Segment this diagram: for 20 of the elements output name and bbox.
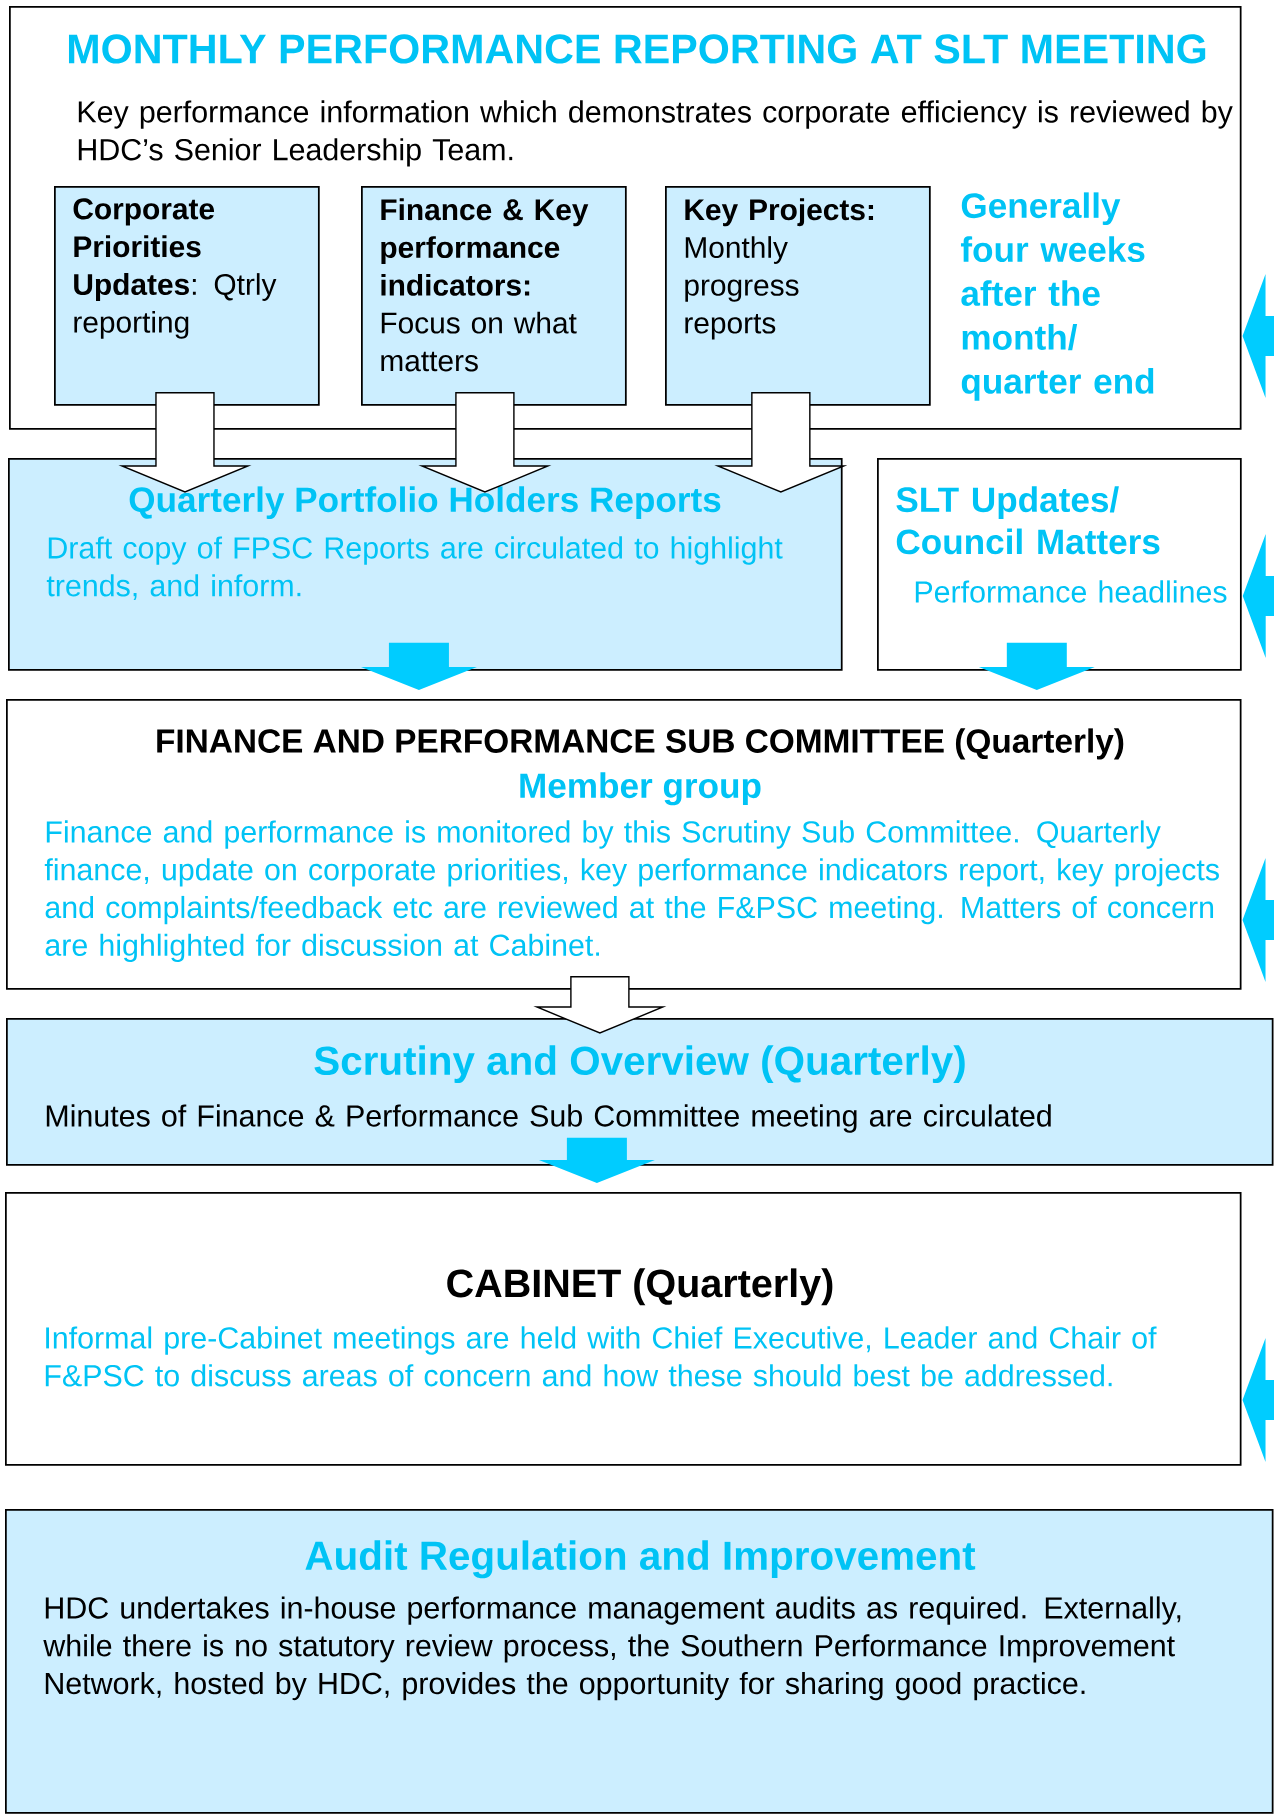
panel-box: Audit Regulation and Improvement HDC undertakes in-house performance management audits as required. Externally, while there is no statutory review process, the Southern Performance Improvement Network, hosted by HDC, provides the opportunity for sharing good practice.: [5, 1509, 1274, 1814]
block-arrow: [533, 976, 667, 1034]
block-arrow: [1242, 273, 1274, 398]
panel-box: Scrutiny and Overview (Quarterly) Minutes of Finance & Performance Sub Committee meeting are circulated: [6, 1018, 1274, 1166]
block-arrow: [118, 392, 252, 493]
process-box: SLT Updates/ Council Matters Performance headlines: [877, 458, 1242, 671]
block-arrow: [1242, 534, 1274, 658]
block-arrow: [1242, 858, 1274, 982]
process-box: Corporate Priorities Updates: Qtrly reporting: [54, 186, 320, 406]
block-arrow: [1242, 1338, 1274, 1462]
process-box: Quarterly Portfolio Holders Reports Draft copy of FPSC Reports are circulated to highlight trends, and inform.: [8, 458, 843, 671]
panel-box: FINANCE AND PERFORMANCE SUB COMMITTEE (Quarterly) Member group Finance and performance is monitored by this Scrutiny Sub Committee. Quarterly finance, update on corporate priorities, key performance indicators report, key projects and complaints/feedback etc are reviewed at the F&PSC meeting. Matters of concern are highlighted for discussion at Cabinet.: [6, 699, 1242, 990]
block-arrow: [714, 392, 848, 493]
panel-box: CABINET (Quarterly) Informal pre-Cabinet meetings are held with Chief Executive, Leader and Chair of F&PSC to discuss areas of concern and how these should best be addressed.: [5, 1192, 1242, 1466]
process-box: Key Projects: Monthly progress reports: [665, 186, 931, 406]
block-arrow: [360, 642, 477, 690]
block-arrow: [418, 392, 552, 493]
block-arrow: [978, 642, 1095, 690]
process-box: Finance & Key performance indicators: Focus on what matters: [361, 186, 627, 406]
block-arrow: [538, 1137, 655, 1183]
